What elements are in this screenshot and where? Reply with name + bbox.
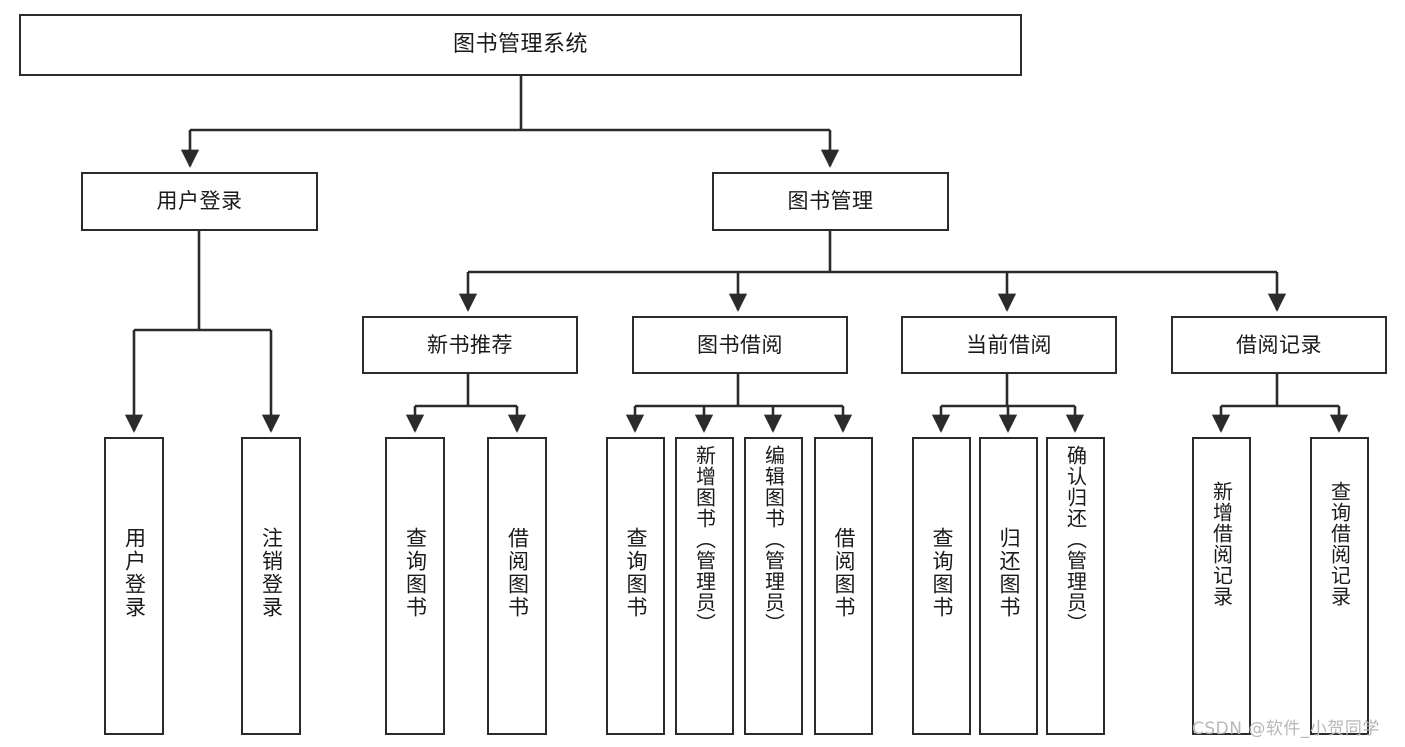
node-new-book-recommend[interactable]: 新书推荐	[362, 316, 578, 374]
csdn-watermark: CSDN @软件_小贺同学	[1192, 719, 1380, 739]
node-label: 新增图书（管理员）	[692, 445, 717, 634]
node-label: 借阅图书	[505, 527, 530, 619]
node-label: 新增借阅记录	[1209, 481, 1234, 607]
leaf-book-borrow-edit-book-admin[interactable]: 编辑图书（管理员）	[744, 437, 803, 735]
node-label: 图书借阅	[697, 332, 783, 357]
node-label: 查询图书	[403, 527, 428, 619]
node-label: 归还图书	[997, 527, 1021, 619]
leaf-new-book-query-book[interactable]: 查询图书	[385, 437, 445, 735]
leaf-current-borrow-confirm-return-admin[interactable]: 确认归还（管理员）	[1046, 437, 1105, 735]
leaf-current-borrow-return-book[interactable]: 归还图书	[979, 437, 1038, 735]
node-current-borrow[interactable]: 当前借阅	[901, 316, 1117, 374]
node-label: 图书管理系统	[452, 32, 588, 58]
node-root-book-management-system[interactable]: 图书管理系统	[19, 14, 1022, 76]
node-user-login[interactable]: 用户登录	[81, 172, 318, 231]
node-label: 编辑图书（管理员）	[761, 445, 786, 634]
node-label: 用户登录	[156, 189, 243, 214]
node-label: 当前借阅	[966, 332, 1052, 357]
node-label: 查询图书	[624, 527, 648, 619]
leaf-book-borrow-query-book[interactable]: 查询图书	[606, 437, 665, 735]
leaf-user-login[interactable]: 用户登录	[104, 437, 164, 735]
node-label: 借阅图书	[832, 527, 856, 619]
node-label: 用户登录	[122, 527, 147, 619]
leaf-book-borrow-add-book-admin[interactable]: 新增图书（管理员）	[675, 437, 734, 735]
leaf-current-borrow-query-book[interactable]: 查询图书	[912, 437, 971, 735]
node-label: 注销登录	[259, 527, 284, 619]
node-borrow-record[interactable]: 借阅记录	[1171, 316, 1387, 374]
node-label: 确认归还（管理员）	[1063, 445, 1088, 634]
node-label: 查询图书	[930, 527, 954, 619]
leaf-borrow-record-query-record[interactable]: 查询借阅记录	[1310, 437, 1369, 735]
node-book-management[interactable]: 图书管理	[712, 172, 949, 231]
leaf-book-borrow-borrow-book[interactable]: 借阅图书	[814, 437, 873, 735]
node-label: 查询借阅记录	[1327, 481, 1352, 607]
leaf-borrow-record-add-record[interactable]: 新增借阅记录	[1192, 437, 1251, 735]
node-label: 新书推荐	[427, 332, 513, 357]
node-label: 图书管理	[787, 189, 874, 214]
leaf-new-book-borrow-book[interactable]: 借阅图书	[487, 437, 547, 735]
node-label: 借阅记录	[1236, 332, 1322, 357]
leaf-logout-login[interactable]: 注销登录	[241, 437, 301, 735]
node-book-borrow[interactable]: 图书借阅	[632, 316, 848, 374]
